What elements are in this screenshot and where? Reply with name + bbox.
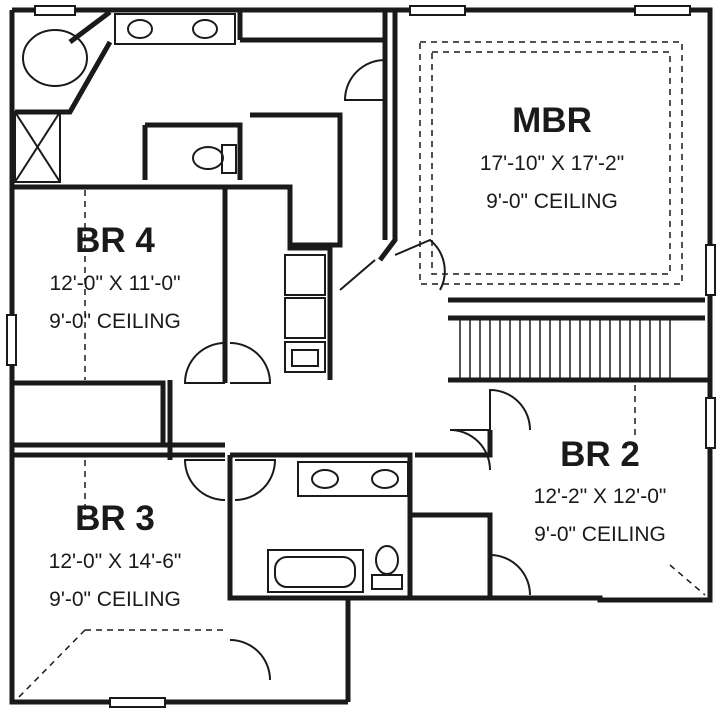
- br3-dimensions: 12'-0" X 14'-6": [49, 550, 182, 573]
- doors: [183, 59, 531, 681]
- br4-dimensions: 12'-0" X 11'-0": [49, 272, 180, 295]
- walls: [9, 7, 713, 705]
- br2-dimensions: 12'-2" X 12'-0": [534, 485, 667, 508]
- fixtures: [14, 13, 409, 593]
- room-labels: MBR 17'-10" X 17'-2" 9'-0" CEILING BR 4 …: [49, 101, 667, 611]
- br3-name: BR 3: [75, 499, 155, 538]
- mbr-ceiling: 9'-0" CEILING: [486, 190, 618, 213]
- mbr-dimensions: 17'-10" X 17'-2": [480, 152, 624, 175]
- ceiling-lines: [17, 41, 706, 699]
- br4-name: BR 4: [75, 221, 155, 260]
- staircase: [459, 318, 671, 378]
- br4-ceiling: 9'-0" CEILING: [49, 310, 181, 333]
- br2-name: BR 2: [560, 435, 640, 474]
- br3-ceiling: 9'-0" CEILING: [49, 588, 181, 611]
- mbr-name: MBR: [512, 101, 592, 140]
- windows: [6, 5, 716, 708]
- br2-ceiling: 9'-0" CEILING: [534, 523, 666, 546]
